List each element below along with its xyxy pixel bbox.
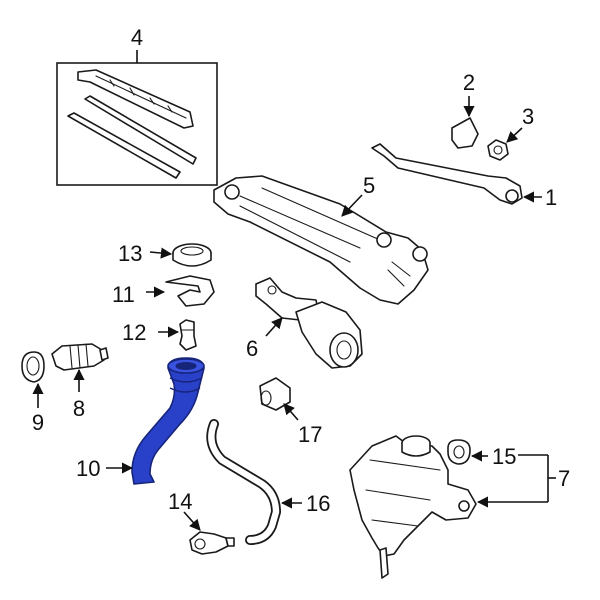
filler-tube[interactable]: [179, 319, 197, 351]
reservoir-cap[interactable]: [172, 243, 212, 267]
wiper-linkage[interactable]: [213, 175, 429, 305]
wiper-motor[interactable]: [255, 277, 363, 369]
callout-14: 14: [168, 489, 192, 514]
wiper-blade-kit[interactable]: [56, 62, 218, 186]
filler-neck-ribs: [169, 377, 203, 393]
filler-neck-body: [131, 357, 205, 485]
callout-7: 7: [558, 466, 570, 491]
callout-9: 9: [32, 410, 44, 435]
callout-11: 11: [112, 282, 135, 307]
callout-6: 6: [246, 336, 258, 361]
washer-pump[interactable]: [51, 343, 109, 371]
pump-grommet[interactable]: [21, 351, 45, 383]
washer-hose[interactable]: [206, 419, 281, 545]
callout-2: 2: [463, 70, 475, 95]
callout-13: 13: [118, 241, 142, 266]
reservoir-grommet[interactable]: [447, 439, 471, 465]
wiper-arm[interactable]: [371, 143, 523, 205]
callout-10: 10: [76, 456, 100, 481]
pump-cover[interactable]: [259, 377, 291, 411]
callout-4: 4: [131, 25, 143, 50]
callout-17: 17: [298, 422, 322, 447]
callout-3: 3: [522, 104, 534, 129]
filler-neck-mouth-inner: [175, 362, 197, 370]
callout-8: 8: [73, 396, 85, 421]
callout-5: 5: [363, 173, 375, 198]
callout-12: 12: [122, 320, 146, 345]
callout-15: 15: [492, 444, 516, 469]
reservoir-seal[interactable]: [165, 275, 215, 307]
callout-16: 16: [306, 491, 330, 516]
arm-nut[interactable]: [487, 139, 509, 161]
callout-1: 1: [545, 185, 557, 210]
washer-connector[interactable]: [189, 531, 235, 555]
washer-reservoir[interactable]: [349, 435, 477, 579]
filler-neck-highlighted[interactable]: [131, 357, 205, 485]
arm-cap[interactable]: [451, 117, 479, 149]
